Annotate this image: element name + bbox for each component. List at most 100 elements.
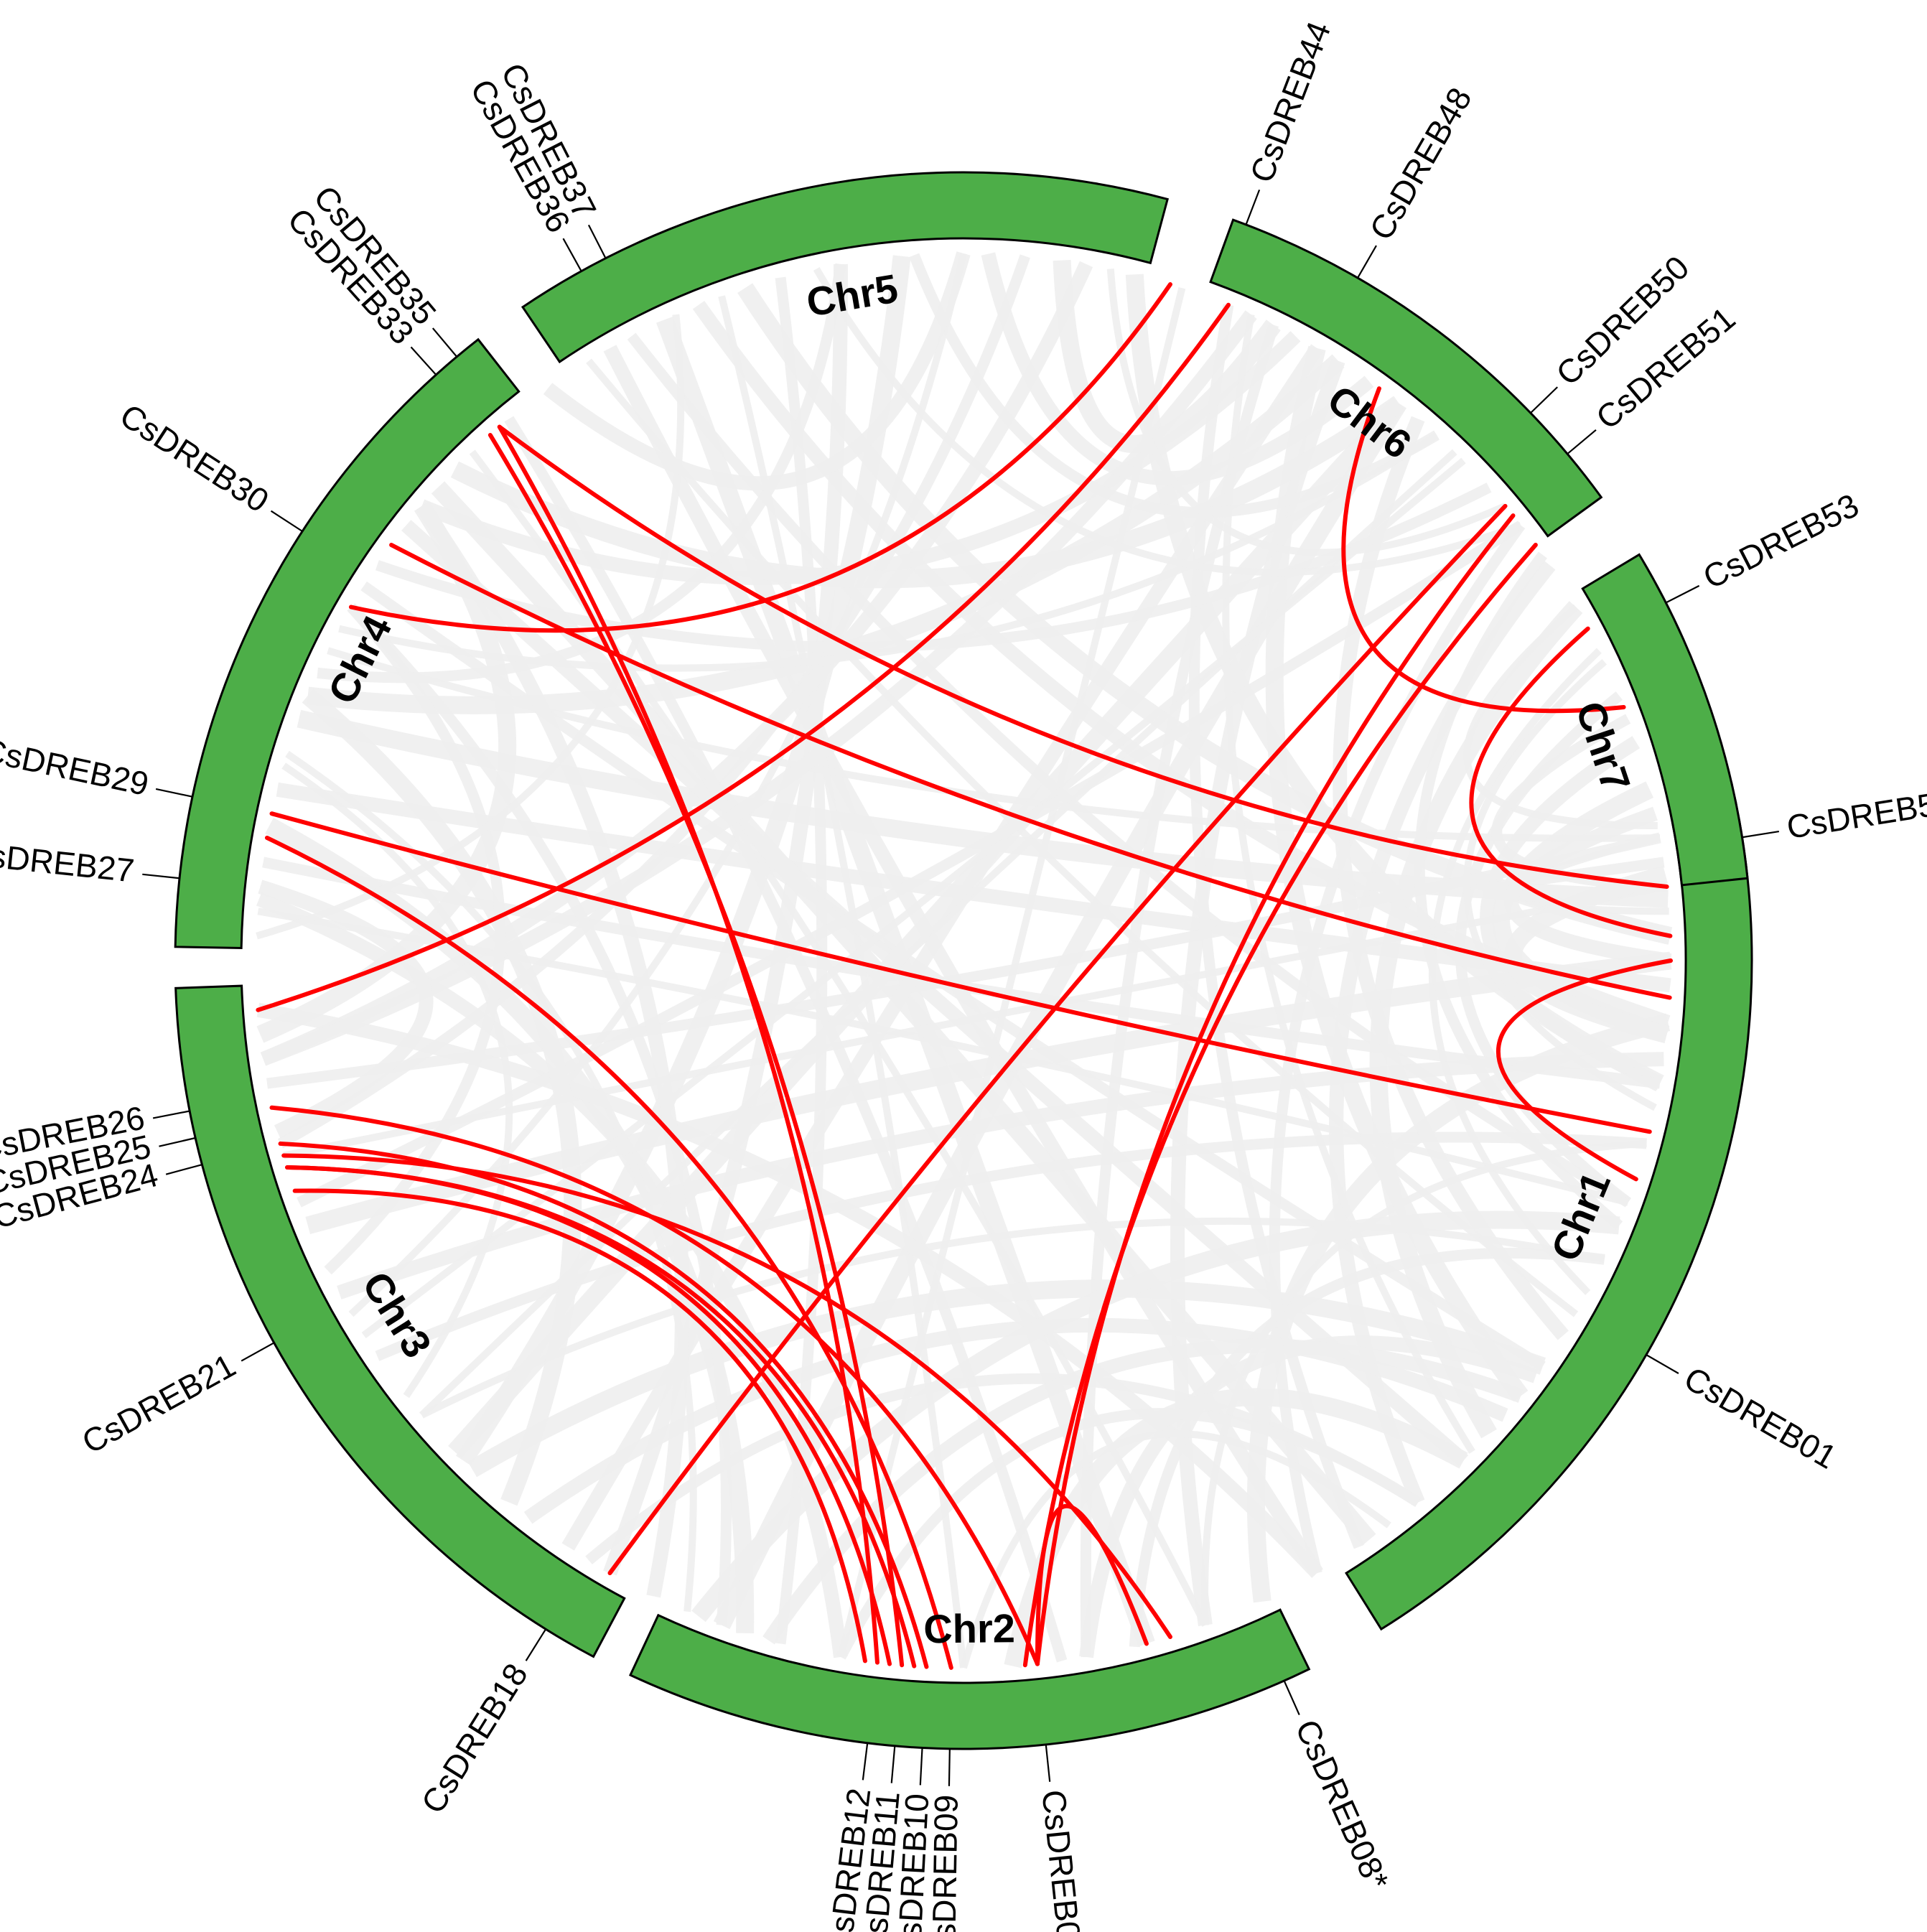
background-link [450, 396, 1404, 589]
gene-tick [410, 346, 437, 375]
background-link [1491, 714, 1667, 892]
background-link [762, 1338, 1524, 1645]
background-link [813, 267, 1522, 577]
background-link [960, 1429, 1391, 1669]
gene-label: CsDREB48 [1362, 81, 1479, 246]
duplication-link [348, 282, 1172, 633]
gene-label: CsDREB54 [1784, 783, 1927, 846]
background-link [324, 603, 506, 1275]
chromosome-arc-chr5 [521, 171, 1170, 364]
background-link [627, 332, 1631, 1208]
background-synteny-links [256, 251, 1673, 1669]
gene-tick [1567, 429, 1597, 455]
gene-tick [1357, 245, 1377, 279]
duplication-link [281, 1153, 1172, 1639]
gene-tick [862, 1742, 869, 1781]
duplication-link [607, 503, 1508, 1576]
gene-tick [1665, 584, 1700, 604]
chromosome-arc-chr4 [174, 337, 521, 949]
gene-tick [159, 1137, 196, 1147]
background-link [1503, 865, 1669, 1044]
duplication-link [256, 302, 1231, 1012]
chromosome-label-chr3: Chr3 [354, 1264, 441, 1366]
gene-label: CsDREB30 [113, 396, 276, 520]
chromosome-ring [174, 171, 1753, 1750]
duplication-link [278, 1141, 929, 1669]
gene-tick [562, 238, 582, 272]
background-link [836, 1408, 1422, 1660]
gene-label: CsDREB53 [1697, 486, 1865, 596]
gene-tick [1742, 831, 1780, 839]
background-link [1463, 604, 1658, 830]
background-link [1188, 304, 1364, 1549]
gene-label: CsDREB07 [1035, 1788, 1089, 1932]
gene-label: CsDREB01 [1678, 1359, 1843, 1476]
duplication-link [1035, 513, 1516, 1666]
background-link [448, 397, 1406, 1458]
gene-tick [587, 224, 607, 259]
gene-tick [1646, 1354, 1679, 1374]
background-link [305, 951, 1672, 1235]
background-link [401, 520, 1469, 1467]
gene-label: CsDREB21 [76, 1346, 242, 1461]
gene-tick [142, 873, 180, 879]
duplication-link [264, 835, 953, 1670]
gene-label: CsDREB10 [890, 1793, 935, 1932]
background-link [1129, 1247, 1605, 1648]
background-link [256, 314, 685, 940]
gene-tick [1530, 386, 1559, 414]
background-link [1106, 269, 1507, 556]
background-link [416, 502, 689, 1598]
background-link [283, 883, 1668, 1159]
segmental-duplication-links [256, 282, 1673, 1670]
gene-tick [1045, 1744, 1051, 1782]
chromosome-arc-chr6 [1209, 218, 1603, 538]
gene-tick [890, 1745, 896, 1783]
background-link [337, 1052, 1664, 1299]
gene-tick [525, 1628, 547, 1661]
gene-tick [919, 1747, 923, 1786]
background-link [543, 251, 971, 491]
background-link [297, 521, 1524, 1208]
gene-label: CsDREB27 [0, 834, 136, 889]
gene-tick [152, 1110, 190, 1119]
chromosome-arc-chr2 [628, 1608, 1311, 1750]
duplication-link [269, 1105, 1040, 1666]
duplication-link [1469, 626, 1673, 938]
background-link [523, 1317, 1508, 1524]
background-link [317, 263, 846, 683]
background-link [1504, 806, 1672, 968]
background-link [981, 252, 1374, 486]
duplication-link [497, 424, 1669, 890]
background-link [586, 358, 1579, 1317]
background-link [258, 879, 434, 1139]
duplication-link [487, 433, 905, 1668]
background-link [302, 689, 582, 1506]
chromosome-label-chr2: Chr2 [923, 1605, 1015, 1651]
duplication-link [269, 811, 1652, 1134]
background-link [909, 253, 1440, 518]
gene-label: CsDREB18 [414, 1657, 535, 1820]
duplication-link [497, 424, 879, 1665]
duplication-link [1035, 1503, 1149, 1666]
background-link [1201, 1139, 1647, 1625]
gene-tick [270, 510, 303, 532]
gene-label: CsDREB44 [1243, 17, 1338, 187]
background-link [1463, 658, 1657, 1111]
background-link [375, 482, 1492, 653]
background-link [1414, 551, 1623, 1230]
background-link [1246, 1013, 1671, 1603]
background-link [1079, 1335, 1539, 1658]
gene-label: CsDREB09 [925, 1794, 965, 1932]
duplication-link [285, 1165, 892, 1666]
duplication-link [292, 1188, 867, 1663]
gene-label: CsDREB08* [1288, 1714, 1396, 1895]
duplication-link [1022, 543, 1538, 1668]
gene-tick [241, 1342, 275, 1362]
gene-tick [165, 1164, 202, 1175]
gene-tick [948, 1748, 951, 1786]
gene-tick [431, 327, 458, 358]
gene-label: CsDREB29 [0, 731, 152, 803]
